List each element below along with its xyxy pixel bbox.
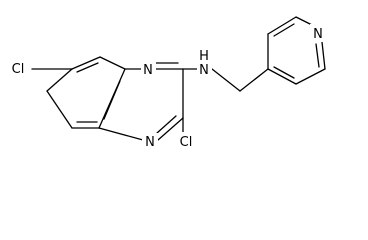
bond-n4-c4a: [98, 127, 144, 141]
bond-py-n-c6: [321, 41, 326, 70]
bond-ch2-c4py: [239, 68, 269, 92]
bond-py-c3-c2: [267, 16, 297, 35]
atom-cl-left: Cl: [12, 62, 25, 77]
molecule-structure: Cl N N Cl N H N: [7, 16, 326, 150]
atom-n-amine: N: [199, 63, 209, 78]
atom-labels: Cl N N Cl N H N: [7, 24, 326, 150]
atom-n-ring-top: N: [143, 63, 153, 78]
atom-n-ring-bottom: N: [145, 135, 155, 150]
atom-n-pyridine: N: [313, 27, 323, 42]
bond-py-c2-n: [295, 16, 313, 26]
bond-c8-c7: [71, 56, 101, 70]
bond-c3-n4: [157, 117, 184, 141]
bond-py-c6-c5: [295, 68, 326, 85]
bond-py-c3-c2-inner: [273, 23, 295, 37]
bonds: [31, 16, 326, 141]
bond-c8-c7-inner: [76, 62, 99, 73]
bond-c6-c5: [46, 90, 73, 129]
bond-c3-n4-inner: [156, 115, 177, 134]
bond-py-c4-c5-inner: [273, 66, 295, 79]
bond-c4a-c8a-inner: [103, 80, 121, 120]
atom-h-amine: H: [199, 49, 209, 64]
bond-c8a-c8: [99, 56, 126, 70]
bond-py-c4-c5: [267, 68, 297, 85]
bond-c7-c6: [46, 68, 73, 92]
bond-py-n-c6-inner: [315, 43, 320, 68]
atom-cl-bottom: Cl: [180, 135, 193, 150]
bond-nh-ch2: [211, 68, 241, 92]
